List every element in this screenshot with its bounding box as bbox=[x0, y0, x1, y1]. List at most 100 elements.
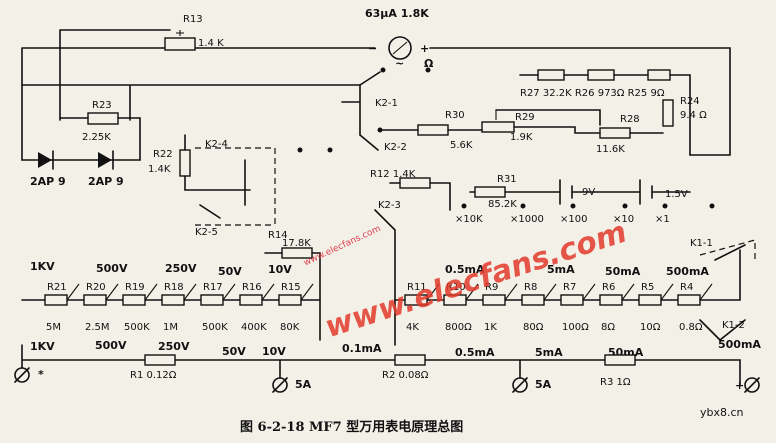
vdiv-tap-0 bbox=[66, 283, 80, 301]
vdiv-value-3: 1M bbox=[163, 322, 178, 333]
shunt-value-5: 8Ω bbox=[601, 322, 615, 333]
shunt-rail bbox=[394, 249, 741, 301]
shunt-name-7: R4 bbox=[680, 282, 693, 293]
k2-linkage bbox=[195, 147, 276, 226]
r1-label: R1 0.12Ω bbox=[130, 370, 177, 381]
v-bot-2: 500V bbox=[95, 339, 127, 352]
ma-top-3: 50mA bbox=[605, 265, 641, 278]
vdiv-resistor-1 bbox=[83, 294, 107, 306]
r2-label: R2 0.08Ω bbox=[382, 370, 429, 381]
v-top-3: 250V bbox=[165, 262, 197, 275]
v-bot-1: 1KV bbox=[30, 340, 55, 353]
r13-label: R13 bbox=[183, 14, 203, 25]
r24-value: 9.4 Ω bbox=[680, 110, 707, 121]
shunt-value-7: 0.8Ω bbox=[679, 322, 703, 333]
battery-15v-label: 1.5V bbox=[665, 189, 688, 200]
r29-value: 1.9K bbox=[510, 132, 533, 143]
ma-top-2: 5mA bbox=[547, 263, 575, 276]
figure-caption: 图 6-2-18 MF7 型万用表电原理总图 bbox=[240, 419, 463, 435]
vdiv-resistor-5 bbox=[239, 294, 263, 306]
shunt-tap-6 bbox=[660, 283, 674, 301]
shunt-tap-0 bbox=[426, 283, 440, 301]
r12-label: R12 1.4K bbox=[370, 169, 416, 180]
vdiv-name-5: R16 bbox=[242, 282, 262, 293]
ma-top-4: 500mA bbox=[666, 265, 709, 278]
v-top-2: 500V bbox=[96, 262, 128, 275]
r13-resistor bbox=[164, 37, 196, 51]
vdiv-name-4: R17 bbox=[203, 282, 223, 293]
shunt-name-2: R9 bbox=[485, 282, 498, 293]
vdiv-tap-6 bbox=[300, 283, 314, 301]
k2-1-blade bbox=[359, 71, 381, 86]
shunt-name-1: R10 bbox=[446, 282, 466, 293]
meter-plus: + bbox=[420, 42, 429, 55]
k2-3-label: K2-3 bbox=[378, 200, 401, 211]
shunt-tap-3 bbox=[543, 283, 557, 301]
switch-sym-ac: ~ bbox=[395, 57, 404, 70]
shunt-value-1: 800Ω bbox=[445, 322, 472, 333]
ohm-range-3: ×100 bbox=[560, 214, 587, 225]
vdiv-resistor-2 bbox=[122, 294, 146, 306]
watermark-small: www.elecfans.com bbox=[302, 224, 382, 268]
diode2-icon bbox=[98, 152, 112, 168]
r23-resistor bbox=[87, 112, 119, 125]
diode1-icon bbox=[38, 152, 52, 168]
ma-bot-5: 500mA bbox=[718, 338, 761, 351]
shunt-tap-4 bbox=[582, 283, 596, 301]
terminal-5a-1-label: 5A bbox=[295, 378, 312, 391]
r14-value: 17.8K bbox=[282, 238, 311, 249]
r31-value: 85.2K bbox=[488, 199, 517, 210]
vdiv-tap-1 bbox=[105, 283, 119, 301]
shunt-resistor-2 bbox=[482, 294, 506, 306]
r30-label: R30 bbox=[445, 110, 465, 121]
vdiv-resistor-0 bbox=[44, 294, 68, 306]
top-wire bbox=[21, 47, 731, 161]
vdiv-resistor-3 bbox=[161, 294, 185, 306]
shunt-resistor-6 bbox=[638, 294, 662, 306]
vdiv-value-1: 2.5M bbox=[85, 322, 110, 333]
vdiv-tap-4 bbox=[222, 283, 236, 301]
r28-resistor bbox=[599, 127, 631, 139]
ohm-range-5: ×1 bbox=[655, 214, 670, 225]
terminal-5a-1-icon[interactable] bbox=[272, 377, 288, 393]
terminal-negative-label: * bbox=[38, 368, 44, 381]
shunt-resistors: R114KR10800ΩR91KR880ΩR7100ΩR68ΩR510ΩR40.… bbox=[404, 282, 713, 333]
vdiv-name-2: R19 bbox=[125, 282, 145, 293]
battery-icon bbox=[559, 179, 653, 205]
shunt-value-4: 100Ω bbox=[562, 322, 589, 333]
r28-label: R28 bbox=[620, 114, 640, 125]
shunt-resistor-3 bbox=[521, 294, 545, 306]
v-bot-5: 10V bbox=[262, 345, 286, 358]
terminal-5a-2-icon[interactable] bbox=[512, 377, 528, 393]
rail-2 bbox=[21, 84, 361, 121]
vdiv-name-3: R18 bbox=[164, 282, 184, 293]
shunt-name-5: R6 bbox=[602, 282, 615, 293]
r13-tap-wire bbox=[59, 29, 171, 121]
shunt-value-3: 80Ω bbox=[523, 322, 544, 333]
terminal-negative-icon[interactable] bbox=[14, 367, 30, 383]
shunt-resistor-5 bbox=[599, 294, 623, 306]
diode1-label: 2AP 9 bbox=[30, 175, 66, 188]
shunt-name-0: R11 bbox=[407, 282, 427, 293]
terminal-positive-icon[interactable] bbox=[744, 377, 760, 393]
r24-label: R24 bbox=[680, 96, 700, 107]
meter-needle-icon bbox=[392, 41, 408, 55]
r22-value: 1.4K bbox=[148, 164, 171, 175]
site-mark: ybx8.cn bbox=[700, 406, 744, 419]
k2-4-label: K2-4 bbox=[205, 139, 228, 150]
switch-sym-ohm: Ω bbox=[424, 57, 434, 70]
r29-resistor bbox=[481, 121, 515, 133]
vdiv-name-6: R15 bbox=[281, 282, 301, 293]
ma-bot-1: 0.1mA bbox=[342, 342, 382, 355]
ma-bot-3: 5mA bbox=[535, 346, 563, 359]
battery-9v-label: 9V bbox=[582, 187, 595, 198]
shunt-tap-5 bbox=[621, 283, 635, 301]
shunt-value-6: 10Ω bbox=[640, 322, 661, 333]
shunt-name-4: R7 bbox=[563, 282, 576, 293]
k1-2-label: K1-2 bbox=[722, 320, 745, 331]
meter-minus: − bbox=[368, 42, 377, 55]
r31-label: R31 bbox=[497, 174, 517, 185]
ma-top-1: 0.5mA bbox=[445, 263, 485, 276]
vdiv-tap-2 bbox=[144, 283, 158, 301]
vdiv-resistor-4 bbox=[200, 294, 224, 306]
